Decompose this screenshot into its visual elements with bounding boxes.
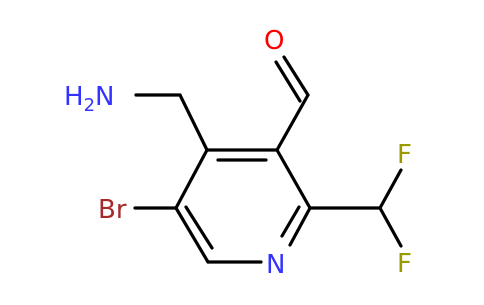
bond-cho-o-2 [274,60,302,103]
amine-label: H2N [64,82,114,116]
bond-c3-cho [275,93,310,152]
nitrogen-label: N [266,250,285,280]
bond-c2-n-inner [280,205,301,238]
bond-ch2-c4 [178,93,209,152]
bond-chf2-f-top [378,168,403,210]
oxygen-label: O [264,26,284,56]
fluorine-top-label: F [397,140,412,170]
bond-c6-c5-inner [184,205,214,250]
bonds [133,55,403,264]
bond-c2-n [288,206,312,247]
bond-cho-o-1 [282,55,310,97]
bond-c5-c4 [174,148,209,210]
bond-c6-c5 [174,206,210,264]
bromine-label: Br [98,195,127,225]
atom-labels: H2N O Br N F F [64,26,412,280]
bond-chf2-f-bottom [378,206,403,248]
fluorine-bottom-label: F [397,249,412,279]
bond-c3-c2 [275,148,312,210]
